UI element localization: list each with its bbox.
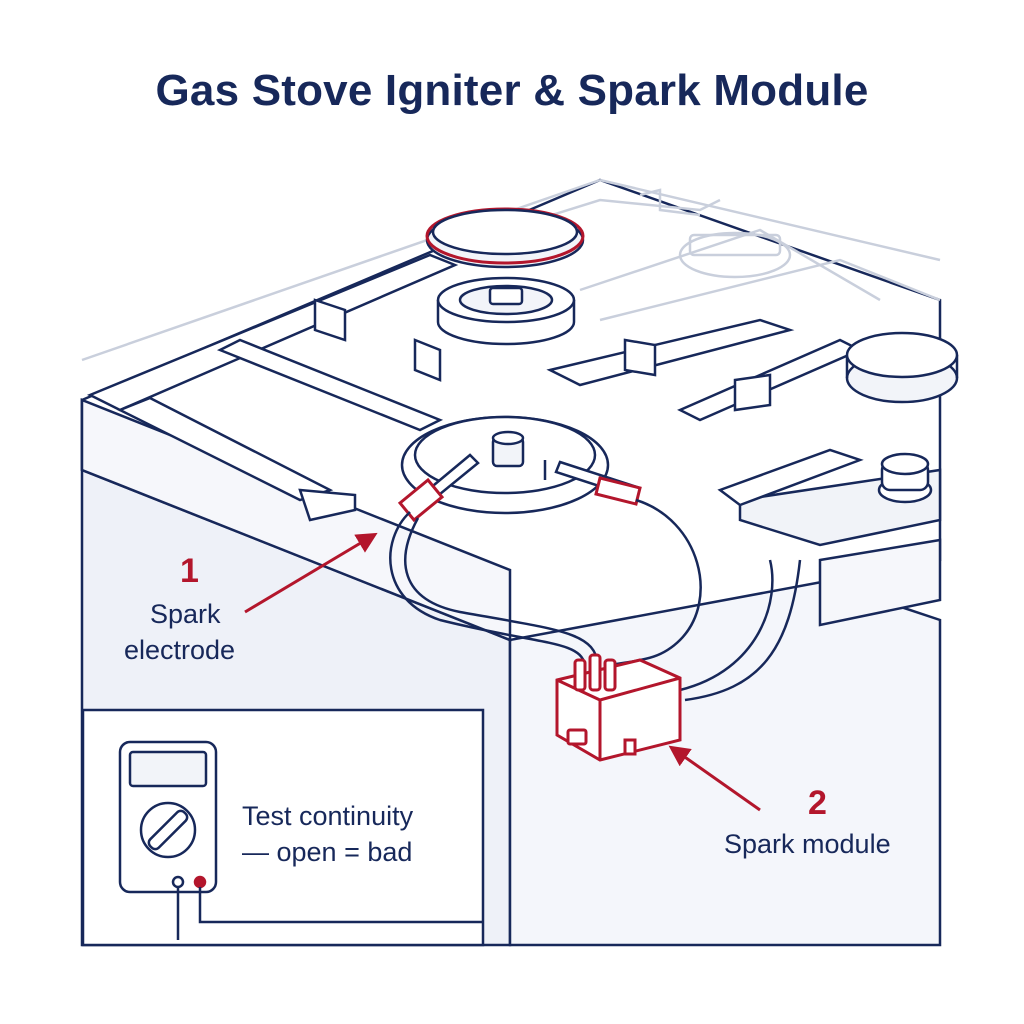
control-knob: [877, 452, 933, 504]
callout-1-label-line-2: electrode: [124, 635, 236, 665]
rear-right-burner: [845, 331, 959, 404]
page-title: Gas Stove Igniter & Spark Module: [155, 66, 869, 115]
inset-caption: Test continuity — open = bad: [242, 798, 413, 870]
callout-1-label-line-1: Spark: [150, 599, 221, 629]
callout-2-label-line-1: Spark module: [724, 829, 891, 859]
callout-1-number: 1: [180, 552, 199, 590]
multimeter-inset: [81, 708, 485, 947]
callout-2-arrow: [668, 745, 761, 812]
electrode-right: [543, 460, 642, 506]
burner-cap: [425, 207, 585, 269]
spark-module: [555, 653, 682, 762]
inset-caption-line-2: — open = bad: [242, 837, 413, 867]
inset-caption-line-1: Test continuity: [242, 801, 414, 831]
callout-1-arrow: [244, 532, 378, 614]
callout-1-label: Spark electrode: [124, 596, 235, 668]
callout-2-label: Spark module: [724, 826, 891, 862]
callout-2-number: 2: [808, 784, 827, 822]
burner-head: [436, 276, 576, 346]
burner-grates: [86, 253, 864, 522]
